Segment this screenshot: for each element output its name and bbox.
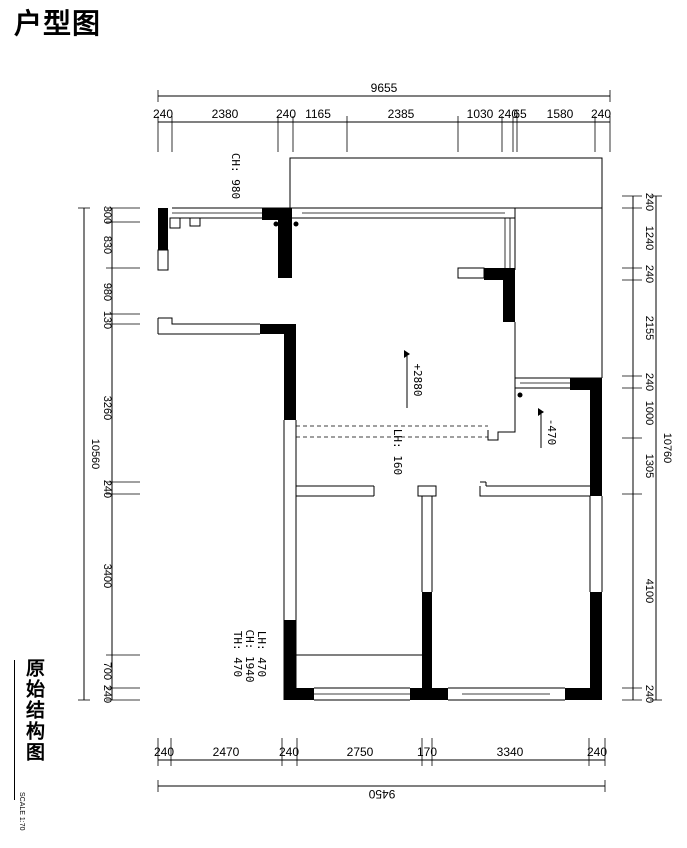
bottom-dimensions: 240 2470 240 2750 170 3340 240 9450: [154, 738, 607, 801]
subtitle-rule: [14, 660, 15, 800]
right-dim-3: 240: [643, 265, 655, 283]
top-dim-6: 1030: [467, 107, 494, 121]
wall-center-bottom: [422, 592, 432, 700]
left-dimensions: 10560 300 830 980 130 3260 240 3400 700 …: [78, 206, 140, 703]
ch-1940-note: CH: 1940: [243, 630, 256, 683]
scale-label: SCALE 1:70: [18, 792, 25, 831]
top-dim-2: 2380: [212, 107, 239, 121]
level-plus-marker: [404, 350, 410, 358]
plan-subtitle: 原始结构图: [23, 658, 45, 763]
lh-470-note: LH: 470: [255, 631, 268, 677]
top-dim-9: 1580: [547, 107, 574, 121]
right-dim-8: 4100: [643, 579, 655, 603]
wall-top-left: [158, 208, 168, 250]
right-dim-4: 2155: [643, 316, 655, 340]
right-dim-2: 1240: [643, 226, 655, 250]
left-total-dim: 10560: [89, 439, 101, 470]
top-dim-5: 2385: [388, 107, 415, 121]
top-total-dim: 9655: [371, 81, 398, 95]
left-dim-6: 240: [101, 480, 113, 498]
top-dimensions: 9655 240 2380 240 1165 2385 1030 240 65 …: [153, 81, 611, 152]
wall-right-bottom: [590, 592, 602, 700]
plan-walls: [157, 157, 603, 701]
left-dim-1: 300: [101, 206, 113, 224]
lh-160-note: LH: 160: [391, 429, 404, 475]
left-dim-9: 240: [101, 685, 113, 703]
top-dim-3: 240: [276, 107, 296, 121]
level-minus-note: -470: [545, 419, 558, 446]
level-minus-marker: [538, 408, 544, 416]
bottom-dim-4: 2750: [347, 745, 374, 759]
left-dim-4: 130: [101, 311, 113, 329]
right-dimensions: 240 1240 240 2155 240 1000 1305 4100 240…: [622, 193, 673, 703]
bottom-dim-2: 2470: [213, 745, 240, 759]
bottom-dim-6: 3340: [497, 745, 524, 759]
level-plus-note: +2880: [411, 363, 424, 396]
bottom-dim-3: 240: [279, 745, 299, 759]
ch-980-note: CH: 980: [229, 153, 242, 199]
left-dim-7: 3400: [101, 564, 113, 588]
top-dim-7: 240: [498, 107, 518, 121]
right-dim-1: 240: [643, 193, 655, 211]
page-title: 户型图: [14, 7, 102, 40]
bottom-total-dim: 9450: [368, 787, 395, 801]
left-dim-2: 830: [101, 236, 113, 254]
plan-annotations: CH: 980 +2880 -470 LH: 160 LH: 470 CH: 1…: [229, 153, 558, 683]
bottom-dim-7: 240: [587, 745, 607, 759]
right-dim-7: 1305: [643, 454, 655, 478]
right-dim-6: 1000: [643, 401, 655, 425]
left-dim-5: 3260: [101, 396, 113, 420]
wall-left-bottom: [284, 620, 296, 700]
bottom-dim-1: 240: [154, 745, 174, 759]
th-470-note: TH: 470: [231, 631, 244, 677]
bottom-dim-5: 170: [417, 745, 437, 759]
top-dim-8: 65: [513, 107, 527, 121]
top-dim-4: 1165: [305, 107, 331, 121]
right-dim-9: 240: [643, 685, 655, 703]
right-total-dim: 10760: [661, 433, 673, 464]
right-dim-5: 240: [643, 373, 655, 391]
balcony-outline: [289, 157, 603, 209]
left-dim-3: 980: [101, 283, 113, 301]
top-dim-1: 240: [153, 107, 173, 121]
top-dim-10: 240: [591, 107, 611, 121]
left-dim-8: 700: [101, 662, 113, 680]
